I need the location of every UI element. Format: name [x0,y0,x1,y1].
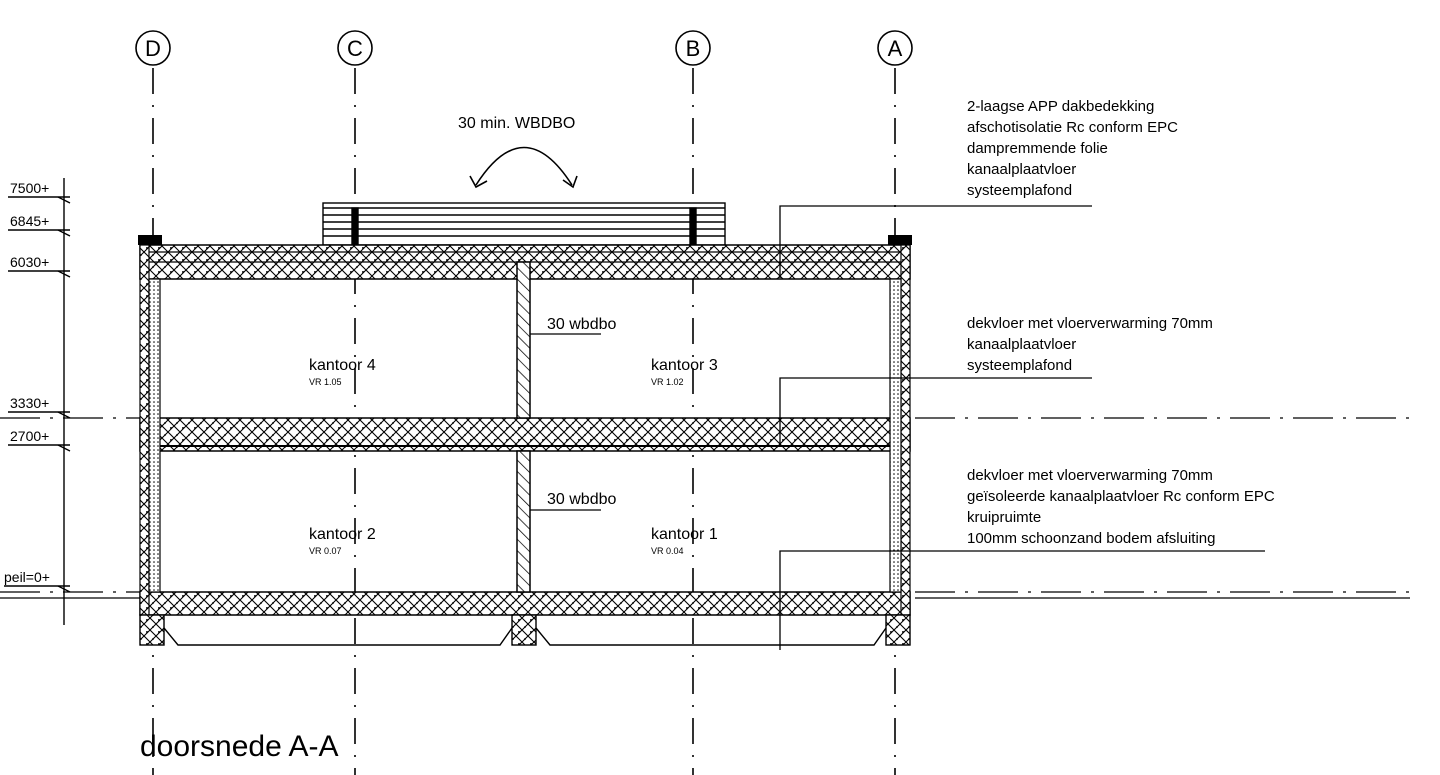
annotation-line: 100mm schoonzand bodem afsluiting [967,530,1215,547]
wbdbo-leaders [530,333,601,511]
parapet-right [888,235,912,245]
building-section [138,202,912,646]
level-marker-axis [4,178,71,625]
fire-wall-upper [516,261,531,419]
drawing-title: doorsnede A-A [140,730,338,763]
grid-label-d: D [145,36,161,61]
wbdbo-roof-label: 30 min. WBDBO [458,115,575,132]
grid-bubble-a [877,30,913,66]
grid-bubble-c [337,30,373,66]
room-code: VR 1.05 [309,377,342,387]
grid-bubble-d [135,30,171,66]
room-name: kantoor 3 [651,357,718,374]
annotation-line: geïsoleerde kanaalplaatvloer Rc conform … [967,488,1275,505]
foundation-left [139,614,165,646]
room-labels: kantoor 4 VR 1.05 kantoor 3 VR 1.02 kant… [309,357,718,556]
grid-label-a: A [888,36,903,61]
level-label-7500: 7500+ [10,180,49,196]
level-label-3330: 3330+ [10,395,49,411]
ground-floor-slab [139,591,911,616]
annotation-first-floor: dekvloer met vloerverwarming 70mm kanaal… [967,315,1213,374]
level-label-2700: 2700+ [10,428,49,444]
annotation-line: dekvloer met vloerverwarming 70mm [967,467,1213,484]
level-label-peil: peil=0+ [4,569,50,585]
room-code: VR 0.04 [651,546,684,556]
room-code: VR 0.07 [309,546,342,556]
wall-right-outer [900,244,911,616]
annotation-line: kanaalplaatvloer [967,336,1076,353]
annotation-line: systeemplafond [967,182,1072,199]
room-name: kantoor 1 [651,526,718,543]
grid-bubble-b [675,30,711,66]
annotation-leaders [779,205,1265,650]
room-code: VR 1.02 [651,377,684,387]
annotation-ground-floor: dekvloer met vloerverwarming 70mm geïsol… [967,467,1275,547]
parapet-left [138,235,162,245]
wbdbo-roof-arrow [469,146,578,189]
grid-bubbles [135,30,913,66]
fire-wall-lower [516,450,531,593]
room-name: kantoor 2 [309,526,376,543]
annotation-line: afschotisolatie Rc conform EPC [967,119,1178,136]
annotation-roof: 2-laagse APP dakbedekking afschotisolati… [967,98,1178,199]
annotation-line: systeemplafond [967,357,1072,374]
wall-left-inner [148,278,161,593]
level-label-6030: 6030+ [10,254,49,270]
annotation-line: kanaalplaatvloer [967,161,1076,178]
wbdbo-wall-lower-label: 30 wbdbo [547,491,616,508]
annotation-line: dampremmende folie [967,140,1108,157]
room-name: kantoor 4 [309,357,376,374]
wall-left-outer [139,244,150,616]
wall-right-inner [889,278,902,593]
foundation-middle [511,614,537,646]
grid-label-b: B [686,36,701,61]
annotation-line: kruipruimte [967,509,1041,526]
foundation-right [885,614,911,646]
annotation-line: 2-laagse APP dakbedekking [967,98,1154,115]
level-label-6845: 6845+ [10,213,49,229]
crawlspace [163,627,887,646]
grid-label-c: C [347,36,363,61]
roof-unit [322,202,726,246]
wbdbo-wall-upper-label: 30 wbdbo [547,316,616,333]
annotation-line: dekvloer met vloerverwarming 70mm [967,315,1213,332]
